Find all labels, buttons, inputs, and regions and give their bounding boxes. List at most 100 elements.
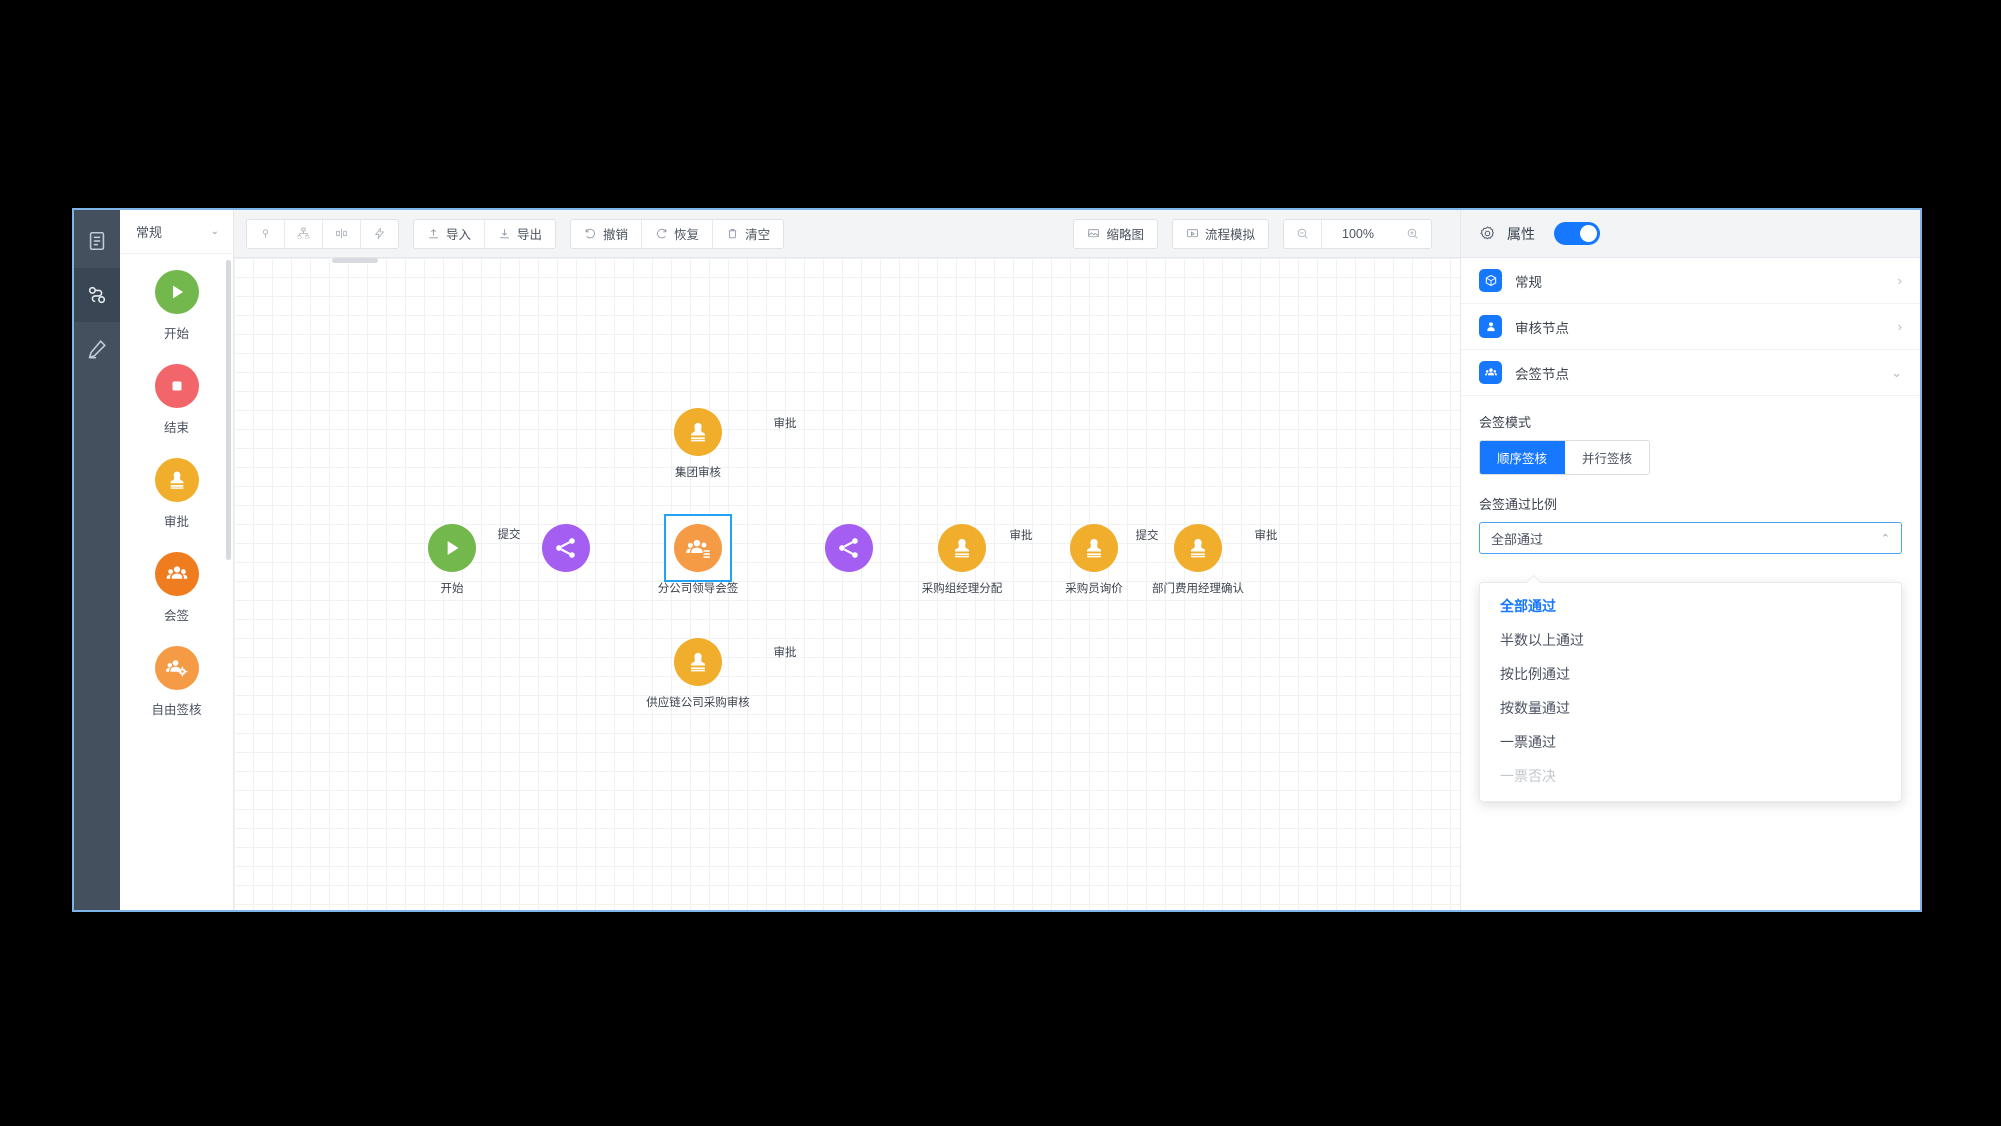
gateway-icon (825, 524, 873, 572)
toolbar-io-group: 导入 导出 (413, 218, 557, 249)
undo-label: 撤销 (603, 228, 629, 242)
stamp-icon (1174, 524, 1222, 572)
export-button[interactable]: 导出 (485, 220, 555, 248)
dropdown-option-all[interactable]: 全部通过 (1500, 598, 1556, 614)
thumbnail-label: 缩略图 (1106, 228, 1144, 242)
pass-ratio-label: 会签通过比例 (1479, 497, 1558, 512)
canvas-column: 导入 导出 撤销 恢复 清空 (234, 210, 1460, 910)
palette-item-label: 自由签核 (151, 703, 202, 717)
countersign-settings-body: 会签模式 顺序签核 并行签核 会签通过比例 全部通过 ⌃ 全部通过 半数以上通过 (1461, 396, 1920, 910)
mode-option-parallel[interactable]: 并行签核 (1565, 441, 1650, 474)
flow-node-start[interactable]: 开始 (428, 524, 476, 595)
chevron-right-icon: › (1897, 273, 1902, 288)
flow-node-label: 供应链公司采购审核 (646, 697, 750, 709)
dropdown-option-one-pass[interactable]: 一票通过 (1500, 734, 1556, 750)
pass-ratio-value: 全部通过 (1491, 531, 1544, 547)
prop-section-label: 常规 (1515, 274, 1542, 290)
palette-item-countersign[interactable]: 会签 (120, 552, 233, 624)
stop-icon (154, 364, 199, 408)
flow-node-dept-manager-confirm[interactable]: 部门费用经理确认 (1152, 524, 1244, 595)
edge-label: 审批 (1009, 530, 1033, 542)
prop-section-general[interactable]: 常规 › (1461, 258, 1920, 304)
play-icon (154, 270, 199, 314)
toolbar-layout-group (246, 218, 399, 249)
stamp-icon (154, 458, 199, 502)
palette-item-approve[interactable]: 审批 (120, 458, 233, 530)
toolbar-right-section: 缩略图 流程模拟 100% (1073, 218, 1446, 249)
prop-section-countersign-node[interactable]: 会签节点 ⌄ (1461, 350, 1920, 396)
palette-scrollbar[interactable] (226, 260, 231, 560)
stamp-icon (674, 638, 722, 686)
flow-node-gateway-2[interactable] (825, 524, 873, 572)
node-palette: 常规 ⌄ 开始 结束 审批 (120, 210, 234, 910)
flow-node-supply-review[interactable]: 供应链公司采购审核 (646, 638, 750, 709)
pencil-icon[interactable] (74, 322, 120, 376)
flow-node-buyer-inquiry[interactable]: 采购员询价 (1065, 524, 1123, 595)
flow-node-label: 采购组经理分配 (921, 583, 1003, 595)
edge-label: 审批 (1254, 530, 1278, 542)
properties-toggle[interactable] (1554, 222, 1600, 245)
flow-node-label: 采购员询价 (1065, 583, 1123, 595)
cube-icon (1479, 269, 1502, 292)
dropdown-option-majority[interactable]: 半数以上通过 (1500, 632, 1584, 648)
dropdown-option-count[interactable]: 按数量通过 (1500, 700, 1570, 716)
edge-label: 审批 (773, 647, 797, 659)
align-icon[interactable] (247, 219, 285, 248)
gateway-icon (542, 524, 590, 572)
redo-button[interactable]: 恢复 (642, 219, 714, 248)
flow-canvas[interactable]: 开始 集团审核 分公司领导会签 (234, 258, 1460, 910)
prop-section-review-node[interactable]: 审核节点 › (1461, 304, 1920, 350)
dropdown-option-one-veto: 一票否决 (1500, 768, 1556, 784)
flow-node-purchase-manager[interactable]: 采购组经理分配 (922, 524, 1002, 595)
auto-layout-icon[interactable] (361, 220, 398, 248)
export-label: 导出 (517, 228, 543, 242)
document-icon[interactable] (74, 214, 120, 268)
dropdown-option-ratio[interactable]: 按比例通过 (1500, 666, 1570, 682)
undo-button[interactable]: 撤销 (571, 219, 643, 248)
palette-item-end[interactable]: 结束 (120, 364, 233, 436)
palette-group-selector[interactable]: 常规 ⌄ (120, 210, 233, 254)
group-icon (674, 524, 722, 572)
canvas-horizontal-scrollbar[interactable] (332, 258, 378, 263)
group-icon (154, 552, 199, 596)
flow-node-group-review[interactable]: 集团审核 (674, 408, 722, 479)
group-gear-icon (154, 646, 199, 690)
stamp-icon (1070, 524, 1118, 572)
mode-option-sequential[interactable]: 顺序签核 (1480, 441, 1566, 474)
redo-label: 恢复 (674, 228, 700, 242)
tree-layout-icon[interactable] (285, 219, 323, 248)
countersign-mode-label: 会签模式 (1479, 415, 1532, 430)
play-icon (428, 524, 476, 572)
thumbnail-group: 缩略图 (1073, 218, 1158, 249)
palette-item-label: 审批 (163, 515, 189, 529)
flow-icon[interactable] (74, 268, 120, 322)
properties-header: 属性 (1461, 210, 1920, 258)
flow-node-branch-countersign[interactable]: 分公司领导会签 (658, 514, 738, 595)
simulate-group: 流程模拟 (1172, 218, 1270, 249)
user-icon (1479, 315, 1502, 338)
palette-item-label: 结束 (163, 421, 189, 435)
palette-item-start[interactable]: 开始 (120, 270, 233, 342)
import-label: 导入 (446, 228, 472, 242)
import-button[interactable]: 导入 (414, 219, 486, 248)
flow-node-gateway-1[interactable] (542, 524, 590, 572)
flow-node-label: 部门费用经理确认 (1152, 583, 1244, 595)
palette-item-free-sign[interactable]: 自由签核 (120, 646, 233, 718)
edge-label: 提交 (497, 529, 521, 541)
workflow-designer-window: 常规 ⌄ 开始 结束 审批 (72, 208, 1922, 912)
clear-label: 清空 (745, 228, 771, 242)
clear-button[interactable]: 清空 (713, 220, 783, 248)
chevron-up-icon: ⌃ (1880, 532, 1890, 545)
chevron-down-icon: ⌄ (210, 226, 219, 237)
prop-section-label: 会签节点 (1515, 366, 1569, 382)
simulate-button[interactable]: 流程模拟 (1173, 220, 1268, 248)
distribute-icon[interactable] (323, 219, 361, 248)
toggle-knob (1580, 225, 1597, 242)
flow-node-label: 集团审核 (675, 467, 721, 479)
zoom-level: 100% (1342, 226, 1374, 241)
pass-ratio-select[interactable]: 全部通过 ⌃ (1479, 522, 1902, 554)
thumbnail-button[interactable]: 缩略图 (1074, 220, 1157, 248)
zoom-out-button[interactable] (1284, 219, 1323, 248)
pass-ratio-dropdown: 全部通过 半数以上通过 按比例通过 按数量通过 一票通过 一票否决 (1479, 582, 1902, 802)
zoom-in-button[interactable] (1394, 220, 1431, 248)
